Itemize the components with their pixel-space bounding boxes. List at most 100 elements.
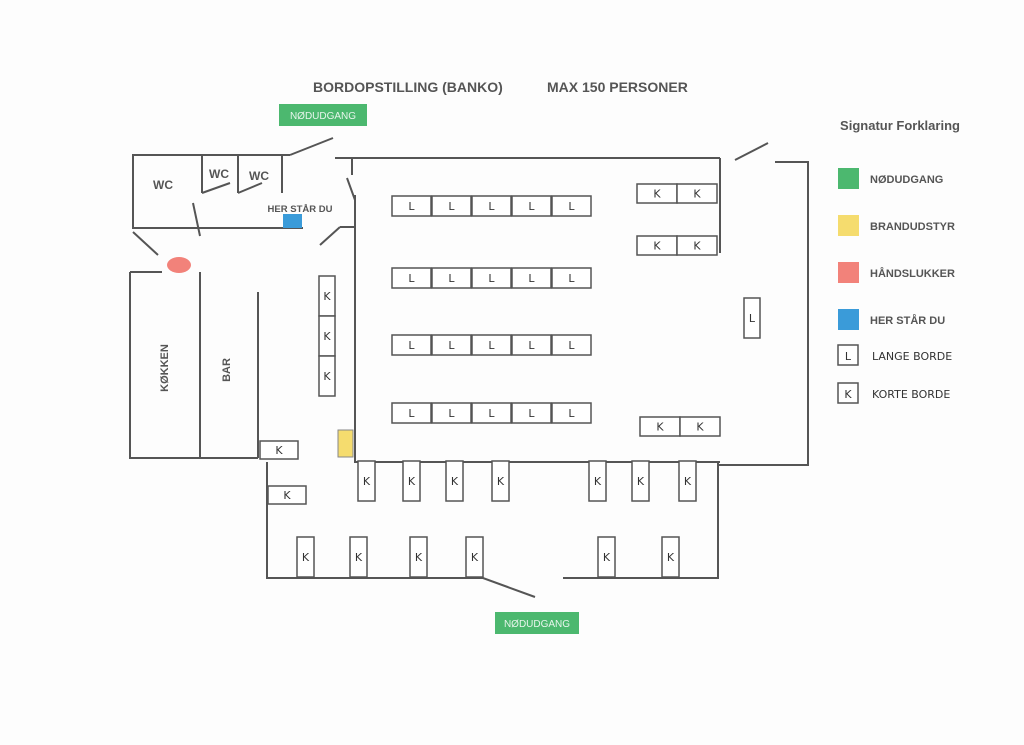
short-table <box>661 536 680 578</box>
legend-swatch-fire-equipment <box>838 215 859 236</box>
emergency-exit-top <box>279 104 367 126</box>
long-table <box>511 402 552 424</box>
long-table <box>551 267 592 289</box>
long-table <box>471 402 512 424</box>
short-table <box>465 536 484 578</box>
table-letter: K <box>653 188 661 201</box>
table-letter: K <box>363 475 371 488</box>
table-letter: L <box>488 272 495 285</box>
long-table <box>431 195 472 217</box>
bar-label: BAR <box>221 358 233 382</box>
table-letter: K <box>302 551 310 564</box>
long-table <box>551 402 592 424</box>
table-letter: K <box>693 240 701 253</box>
long-table <box>431 402 472 424</box>
table-letter: K <box>656 421 664 434</box>
short-table <box>676 235 718 256</box>
short-table <box>409 536 428 578</box>
legend: NØDUDGANG BRANDUDSTYR HÅNDSLUKKER HER ST… <box>837 168 955 404</box>
short-table <box>402 460 421 502</box>
plan-title: BORDOPSTILLING (BANKO) <box>313 79 503 95</box>
table-letter: L <box>448 272 455 285</box>
short-table <box>597 536 616 578</box>
table-letter: K <box>471 551 479 564</box>
wc-2-label: WC <box>249 169 269 183</box>
table-letter: L <box>528 339 535 352</box>
kitchen-label: KØKKEN <box>159 344 171 392</box>
table-letter: K <box>451 475 459 488</box>
long-table <box>431 267 472 289</box>
short-table <box>267 485 307 505</box>
legend-swatch-emergency-exit <box>838 168 859 189</box>
table-letter: L <box>488 339 495 352</box>
table-letter: L <box>408 407 415 420</box>
table-letter: L <box>528 407 535 420</box>
table-letter: L <box>448 407 455 420</box>
emergency-exit-bottom-label: NØDUDGANG <box>504 619 570 630</box>
walls <box>129 137 809 598</box>
emergency-exit-top-label: NØDUDGANG <box>290 111 356 122</box>
emergency-exit-bottom <box>495 612 579 634</box>
long-table <box>391 195 432 217</box>
legend-short-table-symbol <box>837 382 859 404</box>
table-letter: K <box>323 370 331 383</box>
long-table <box>391 334 432 356</box>
table-letter: K <box>323 330 331 343</box>
short-table <box>676 183 718 204</box>
table-letter: K <box>355 551 363 564</box>
table-letter: K <box>415 551 423 564</box>
table-letter: K <box>408 475 416 488</box>
long-table <box>551 334 592 356</box>
table-letter: K <box>275 444 283 457</box>
table-letter: K <box>497 475 505 488</box>
short-table <box>357 460 376 502</box>
long-table <box>391 402 432 424</box>
short-table <box>631 460 650 502</box>
long-table <box>511 195 552 217</box>
legend-label: HER STÅR DU <box>870 314 945 327</box>
fire-extinguisher-marker <box>167 257 191 273</box>
legend-swatch-here <box>838 309 859 330</box>
short-table <box>491 460 510 502</box>
table-letter: L <box>749 312 756 325</box>
table-letter: L <box>528 272 535 285</box>
short-table <box>318 355 336 397</box>
table-letter: K <box>323 290 331 303</box>
short-table <box>678 460 697 502</box>
here-label: HER STÅR DU <box>268 204 333 215</box>
table-letter: K <box>603 551 611 564</box>
table-letter: K <box>696 421 704 434</box>
long-table <box>511 334 552 356</box>
table-letter: L <box>488 407 495 420</box>
wc-large-label: WC <box>153 178 173 192</box>
table-letter: L <box>408 272 415 285</box>
table-letter: K <box>637 475 645 488</box>
legend-label: KORTE BORDE <box>872 388 950 401</box>
legend-label: LANGE BORDE <box>872 350 952 363</box>
table-letter: L <box>448 339 455 352</box>
legend-symbol-letter: L <box>845 350 852 363</box>
legend-label: HÅNDSLUKKER <box>870 267 955 280</box>
short-table <box>296 536 315 578</box>
long-table <box>471 267 512 289</box>
table-letter: K <box>684 475 692 488</box>
short-table <box>679 416 721 437</box>
legend-symbol-letter: K <box>844 388 852 401</box>
table-letter: K <box>667 551 675 564</box>
legend-title: Signatur Forklaring <box>840 118 960 133</box>
table-letter: K <box>283 489 291 502</box>
table-letter: L <box>528 200 535 213</box>
table-letter: L <box>568 272 575 285</box>
fire-equipment-marker <box>337 429 354 458</box>
capacity-label: MAX 150 PERSONER <box>547 79 688 95</box>
long-table <box>471 334 512 356</box>
table-letter: L <box>568 200 575 213</box>
short-table <box>445 460 464 502</box>
short-table <box>349 536 368 578</box>
wc-1-label: WC <box>209 167 229 181</box>
long-table <box>431 334 472 356</box>
legend-long-table-symbol <box>837 344 859 366</box>
you-are-here-marker <box>283 214 302 228</box>
